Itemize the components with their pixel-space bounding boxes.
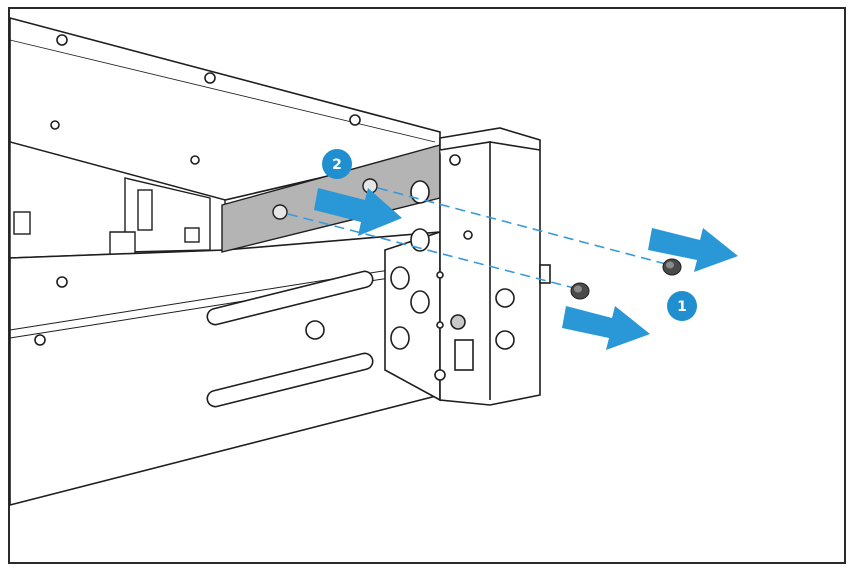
step-badge-2: 2 — [322, 149, 352, 179]
alignment-line-lower — [287, 213, 575, 289]
alignment-lines — [287, 187, 667, 289]
arrow-bracket — [314, 188, 402, 236]
bracket-hole-lower — [272, 204, 288, 220]
arrow-screw-upper — [648, 228, 738, 272]
screw-lower — [570, 282, 590, 300]
screw-upper — [662, 258, 682, 276]
arrow-screw-lower — [562, 306, 650, 350]
step-badge-1: 1 — [667, 291, 697, 321]
step-number-1: 1 — [677, 299, 687, 315]
direction-arrows — [314, 188, 738, 350]
chassis-side — [9, 231, 441, 507]
step-number-2: 2 — [332, 157, 342, 173]
alignment-line-upper — [377, 187, 667, 265]
screws — [570, 258, 682, 300]
